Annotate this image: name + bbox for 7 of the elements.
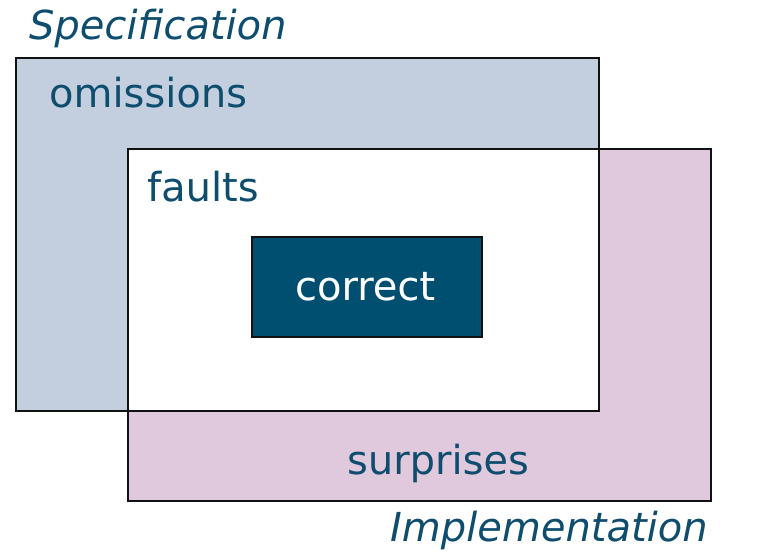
region-label: correct: [295, 264, 436, 310]
region-label: omissions: [49, 71, 248, 117]
region-label: faults: [147, 165, 259, 211]
set-title: Specification: [29, 3, 286, 49]
set-title: Implementation: [390, 505, 708, 551]
region-label: surprises: [347, 438, 529, 484]
highlight-box: [251, 236, 483, 338]
